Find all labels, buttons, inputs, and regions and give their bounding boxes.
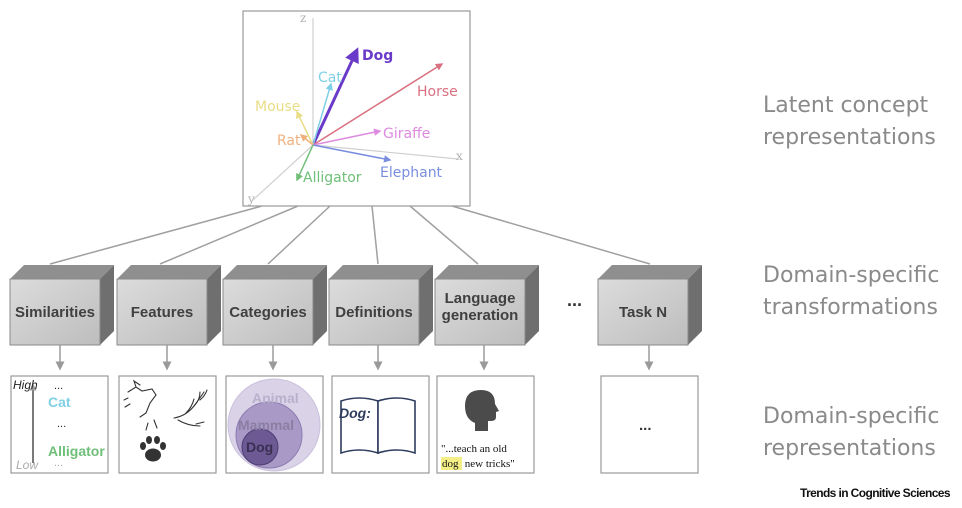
high-label: High <box>13 378 38 392</box>
transform-box-6: Task N <box>597 265 702 346</box>
repr-label-line2: representations <box>763 436 936 461</box>
vector-alligator <box>296 144 314 182</box>
open-book-icon <box>340 397 416 455</box>
latent-label-line2: representations <box>763 125 936 150</box>
vector-cat <box>312 82 333 146</box>
wing-sketch-icon <box>173 389 208 427</box>
journal-credit: Trends in Cognitive Sciences <box>800 486 951 500</box>
dog-circle <box>241 428 279 466</box>
quote-line-1: "...teach an old <box>441 443 507 455</box>
quote-rest: new tricks" <box>462 458 515 470</box>
bottom-dots: ... <box>54 457 63 469</box>
vector-label-rat: Rat <box>277 133 301 149</box>
x-axis-label: x <box>456 149 463 163</box>
output-features <box>118 375 217 474</box>
cat-item: Cat <box>48 394 71 410</box>
transform-box-label: generation <box>442 307 519 324</box>
transform-box-4: Definitions <box>328 265 433 346</box>
vector-rat <box>299 134 314 146</box>
alligator-item: Alligator <box>48 443 105 459</box>
y-axis-label: y <box>247 192 255 206</box>
transform-box-label: Language <box>445 290 516 307</box>
boxes-ellipsis: ... <box>567 290 582 310</box>
output-language: "...teach an old dog new tricks" <box>436 375 535 474</box>
vector-giraffe <box>312 128 382 146</box>
vector-label-giraffe: Giraffe <box>383 126 430 142</box>
vector-elephant <box>312 144 392 163</box>
z-axis-label: z <box>300 11 306 25</box>
down-arrows <box>55 345 654 371</box>
transform-box-1: Similarities <box>9 265 114 346</box>
output-similarities: High ... Cat ... Alligator Low ... <box>10 375 109 474</box>
output-taskn: ... <box>600 375 699 474</box>
transform-box-label: Features <box>131 304 194 321</box>
repr-label-line1: Domain-specific <box>763 404 939 429</box>
vector-horse <box>312 63 444 146</box>
vector-mouse <box>296 110 314 146</box>
quote-highlight: dog <box>442 458 459 470</box>
head-silhouette-icon <box>465 390 499 431</box>
output-definitions: Dog: <box>331 375 430 474</box>
taskn-dots: ... <box>639 417 652 434</box>
definition-word: Dog: <box>339 405 371 421</box>
transform-box-2: Features <box>116 265 221 346</box>
vector-label-dog: Dog <box>362 48 393 64</box>
top-dots: ... <box>54 380 63 392</box>
transform-label-line1: Domain-specific <box>763 263 939 288</box>
dog-sketch-icon <box>123 379 158 431</box>
transform-box-label: Similarities <box>15 304 95 321</box>
latent-label-line1: Latent concept <box>763 93 929 118</box>
vector-label-cat: Cat <box>318 70 342 86</box>
transform-label-line2: transformations <box>763 295 938 320</box>
connector-lines <box>49 205 651 265</box>
transform-box-3: Categories <box>222 265 327 346</box>
middle-dots: ... <box>57 418 66 430</box>
vector-label-elephant: Elephant <box>380 165 443 181</box>
mammal-label: Mammal <box>238 417 294 433</box>
vector-label-horse: Horse <box>417 84 458 100</box>
axes <box>252 18 459 201</box>
low-label: Low <box>16 458 39 472</box>
transform-box-label: Task N <box>619 304 667 321</box>
highlight-mark <box>441 457 462 470</box>
side-labels: Latent concept representations Domain-sp… <box>763 93 939 461</box>
output-categories: Animal Mammal Dog <box>225 375 324 474</box>
paw-print-icon <box>140 436 166 462</box>
transform-box-label: Categories <box>229 304 307 321</box>
transformation-boxes: Similarities Features Categories Definition… <box>9 265 702 346</box>
dog-label: Dog <box>246 439 273 455</box>
vector-label-alligator: Alligator <box>303 170 362 186</box>
vector-dog <box>311 47 359 146</box>
animal-label: Animal <box>252 390 299 406</box>
transform-box-label: Definitions <box>335 304 413 321</box>
vector-label-mouse: Mouse <box>255 99 300 115</box>
